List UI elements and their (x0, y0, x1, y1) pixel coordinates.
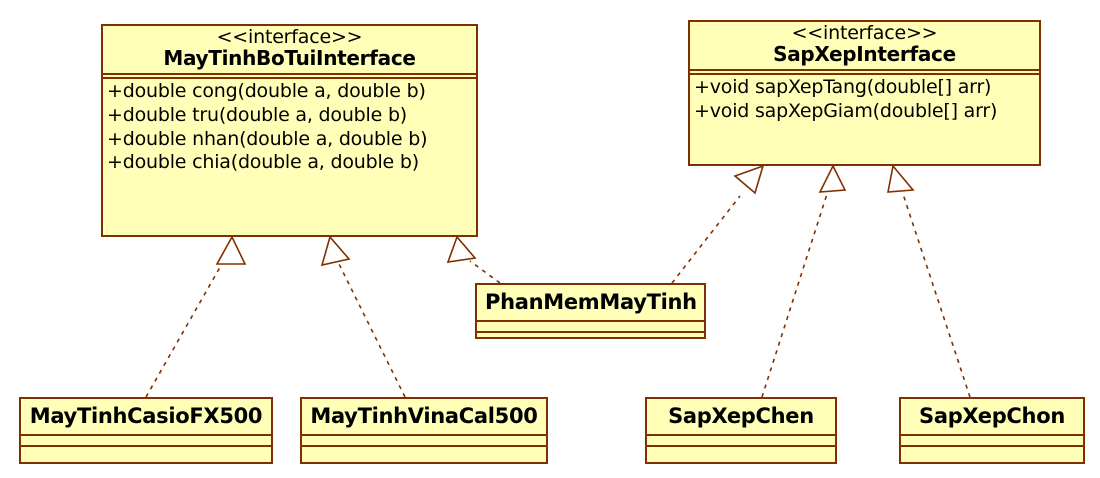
attributes-compartment (302, 434, 546, 445)
compartment-divider (103, 72, 476, 79)
class-box-sapxepchen[interactable]: SapXepChen (645, 397, 837, 464)
compartment-divider (690, 68, 1039, 75)
edge-line (145, 261, 224, 398)
methods-compartment: +double cong(double a, double b) +double… (103, 79, 476, 177)
edge-phanmem-to-maytinhbotui (446, 235, 501, 284)
edge-casio-to-maytinhbotui (145, 235, 247, 398)
method-item: +void sapXepTang(double[] arr) (694, 75, 992, 98)
edge-chen-to-sapxep (761, 164, 847, 398)
methods-compartment (477, 331, 704, 342)
edge-phanmem-to-sapxep (671, 164, 765, 284)
method-item: +double nhan(double a, double b) (107, 127, 428, 150)
attributes-compartment (647, 434, 835, 445)
class-box-sapxepinterface[interactable]: <<interface>> SapXepInterface +void sapX… (688, 20, 1041, 166)
hollow-triangle-arrowhead (215, 235, 247, 265)
class-box-maytinhbotuiinterface[interactable]: <<interface>> MayTinhBoTuiInterface +dou… (101, 24, 478, 237)
method-item: +void sapXepGiam(double[] arr) (694, 99, 998, 122)
edge-line (902, 193, 971, 398)
class-name-label: MayTinhBoTuiInterface (163, 45, 416, 70)
hollow-triangle-arrowhead (818, 164, 847, 193)
method-item: +double tru(double a, double b) (107, 103, 408, 126)
stereotype-label: <<interface>> (216, 26, 363, 48)
class-box-phanmemmaytinh[interactable]: PhanMemMayTinh (475, 283, 706, 339)
class-name-label: PhanMemMayTinh (485, 290, 697, 314)
class-box-sapxepchon[interactable]: SapXepChon (899, 397, 1085, 464)
method-item: +double chia(double a, double b) (107, 151, 419, 174)
edge-line (671, 195, 741, 284)
class-name-label: SapXepChon (919, 404, 1065, 428)
attributes-compartment (21, 434, 271, 445)
class-name-label: SapXepInterface (773, 41, 956, 66)
edge-vinacal-to-maytinhbotui (320, 235, 406, 398)
stereotype-label: <<interface>> (791, 22, 938, 44)
methods-compartment (647, 445, 835, 456)
methods-compartment (302, 445, 546, 456)
methods-compartment: +void sapXepTang(double[] arr) +void sap… (690, 75, 1039, 126)
edge-line (337, 261, 406, 398)
method-item: +double cong(double a, double b) (107, 79, 426, 102)
edge-chon-to-sapxep (887, 164, 971, 398)
class-header: <<interface>> MayTinhBoTuiInterface (103, 26, 476, 73)
class-box-maytinhvinacal500[interactable]: MayTinhVinaCal500 (300, 397, 548, 464)
methods-compartment (901, 445, 1083, 456)
class-box-maytinhcasiofx500[interactable]: MayTinhCasioFX500 (19, 397, 273, 464)
hollow-triangle-arrowhead (320, 235, 351, 267)
hollow-triangle-arrowhead (887, 164, 915, 193)
edge-line (469, 260, 501, 284)
methods-compartment (21, 445, 271, 456)
class-name-label: SapXepChen (668, 404, 814, 428)
attributes-compartment (901, 434, 1083, 445)
hollow-triangle-arrowhead (733, 164, 765, 195)
class-name-label: MayTinhVinaCal500 (310, 404, 538, 428)
hollow-triangle-arrowhead (446, 235, 477, 263)
class-header: <<interface>> SapXepInterface (690, 22, 1039, 69)
class-name-label: MayTinhCasioFX500 (29, 404, 263, 428)
attributes-compartment (477, 320, 704, 331)
edge-line (761, 193, 828, 398)
